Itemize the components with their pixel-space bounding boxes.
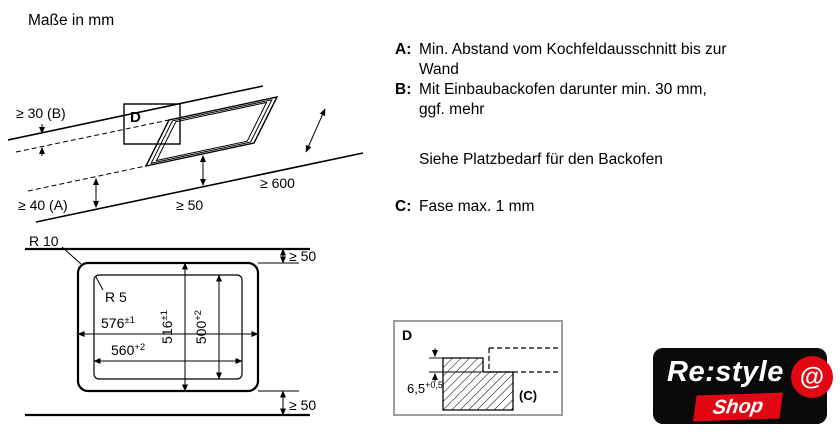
perspective-diagram: D ≥ 30 (B) ≥ 40 (A) ≥ 600 ≥ 50 — [8, 85, 364, 223]
clearance-top-label: ≥ 50 — [289, 248, 316, 264]
counter-edge-lines — [25, 247, 310, 417]
cutout-extension-lines — [15, 119, 170, 192]
radius-leaders — [61, 246, 104, 291]
detail-label: D — [402, 327, 412, 343]
dim-label-wall-b: ≥ 30 (B) — [16, 105, 66, 121]
width-outer-dim: 576±1 — [101, 315, 135, 331]
note-b: B: Mit Einbaubackofen darunter min. 30 m… — [395, 80, 795, 120]
clearance-bottom-label: ≥ 50 — [289, 397, 316, 413]
hob-glass-phantom — [488, 347, 559, 373]
dim-label-side-a: ≥ 40 (A) — [18, 197, 68, 213]
legend-notes: A: Min. Abstand vom Kochfeldausschnitt b… — [395, 40, 795, 217]
dim-label-front: ≥ 50 — [176, 197, 203, 213]
logo-name: Re:style — [667, 356, 784, 388]
note-a-key: A: — [395, 41, 412, 58]
appliance-outline — [76, 261, 260, 393]
dimension-arrows — [77, 248, 299, 416]
detail-d-section: D 6,5+0,5 (C) — [402, 327, 559, 411]
note-c-text: Fase max. 1 mm — [419, 198, 535, 215]
note-b-text: Mit Einbaubackofen darunter min. 30 mm, … — [419, 81, 707, 118]
detail-callout-label: D — [130, 109, 141, 126]
note-oven-space-text: Siehe Platzbedarf für den Backofen — [419, 151, 663, 168]
height-outer-dim: 516±1 — [159, 310, 175, 344]
detail-callout-frame: D — [123, 103, 181, 145]
note-c: C: Fase max. 1 mm — [395, 197, 795, 217]
recess-depth-label: 6,5+0,5 — [407, 380, 443, 396]
note-c-key: C: — [395, 198, 412, 215]
recess-depth-dim — [429, 348, 481, 382]
worktop-edges — [8, 85, 364, 223]
chamfer-ref-label: (C) — [519, 388, 537, 403]
height-inner-dim: 500+2 — [193, 310, 209, 344]
plan-view-diagram: R 10 R 5 576±1 560+2 516±1 500+2 ≥ 50 ≥ … — [25, 234, 316, 417]
dimension-arrows — [39, 108, 326, 208]
radius-outer-label: R 10 — [29, 234, 59, 249]
cutout-opening — [144, 96, 279, 167]
page-title: Maße in mm — [28, 12, 115, 29]
radius-inner-label: R 5 — [105, 289, 127, 305]
detail-d-box: D 6,5+0,5 (C) — [393, 320, 563, 416]
note-oven-space: Siehe Platzbedarf für den Backofen — [395, 150, 795, 170]
shop-logo: Re:style @ Shop — [653, 344, 835, 430]
note-a: A: Min. Abstand vom Kochfeldausschnitt b… — [395, 40, 795, 80]
note-b-key: B: — [395, 81, 412, 98]
note-a-text: Min. Abstand vom Kochfeldausschnitt bis … — [419, 41, 727, 78]
worktop-section-hatch — [442, 357, 514, 411]
cutout-outline — [93, 274, 243, 380]
logo-sub: Shop — [692, 392, 784, 422]
width-inner-dim: 560+2 — [111, 342, 145, 358]
logo-at-icon: @ — [791, 356, 833, 398]
dim-label-depth: ≥ 600 — [260, 175, 295, 191]
